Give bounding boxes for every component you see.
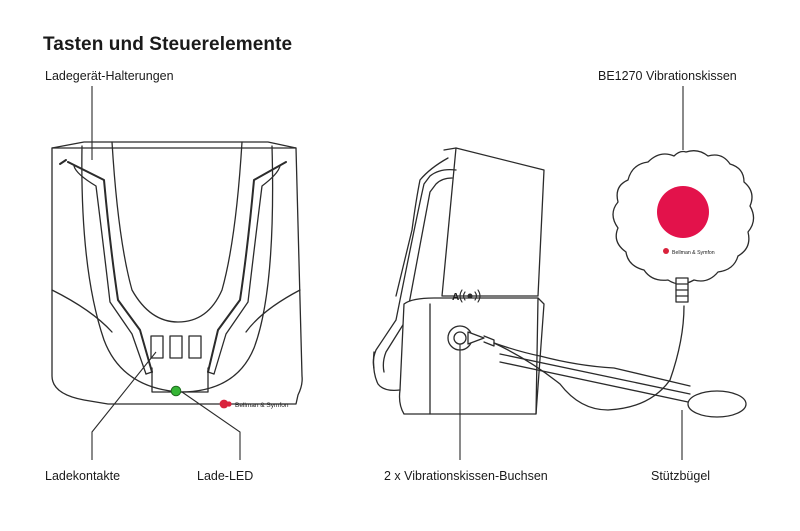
label-pillow-model: BE1270 Vibrationskissen	[598, 69, 737, 83]
pillow-button-icon	[657, 186, 709, 238]
callout-lines	[91, 86, 684, 460]
pillow-logo: Bellman & Symfon	[663, 248, 715, 256]
label-pillow-sockets: 2 x Vibrationskissen-Buchsen	[384, 469, 548, 483]
charger-base-front-view	[51, 141, 303, 405]
support-bracket	[499, 353, 747, 418]
vibration-waves-icon	[459, 289, 481, 303]
callout-charge-led	[181, 391, 241, 460]
label-support-bracket: Stützbügel	[651, 469, 711, 483]
charge-led-icon	[170, 385, 182, 397]
charger-base-side-view: A	[372, 147, 545, 415]
pillow-logo-text: Bellman & Symfon	[672, 250, 715, 256]
base-logo: Bellman & Symfon	[219, 399, 289, 409]
socket-label: A	[452, 292, 459, 303]
label-charge-contacts: Ladekontakte	[45, 469, 121, 483]
label-charge-led: Lade-LED	[197, 469, 254, 483]
pillow-cable	[493, 305, 685, 411]
base-logo-text: Bellman & Symfon	[235, 402, 289, 409]
page-title: Tasten und Steuerelemente	[43, 34, 293, 55]
label-charger-holders: Ladegerät-Halterungen	[45, 69, 174, 83]
callout-charge-contacts	[91, 351, 157, 460]
